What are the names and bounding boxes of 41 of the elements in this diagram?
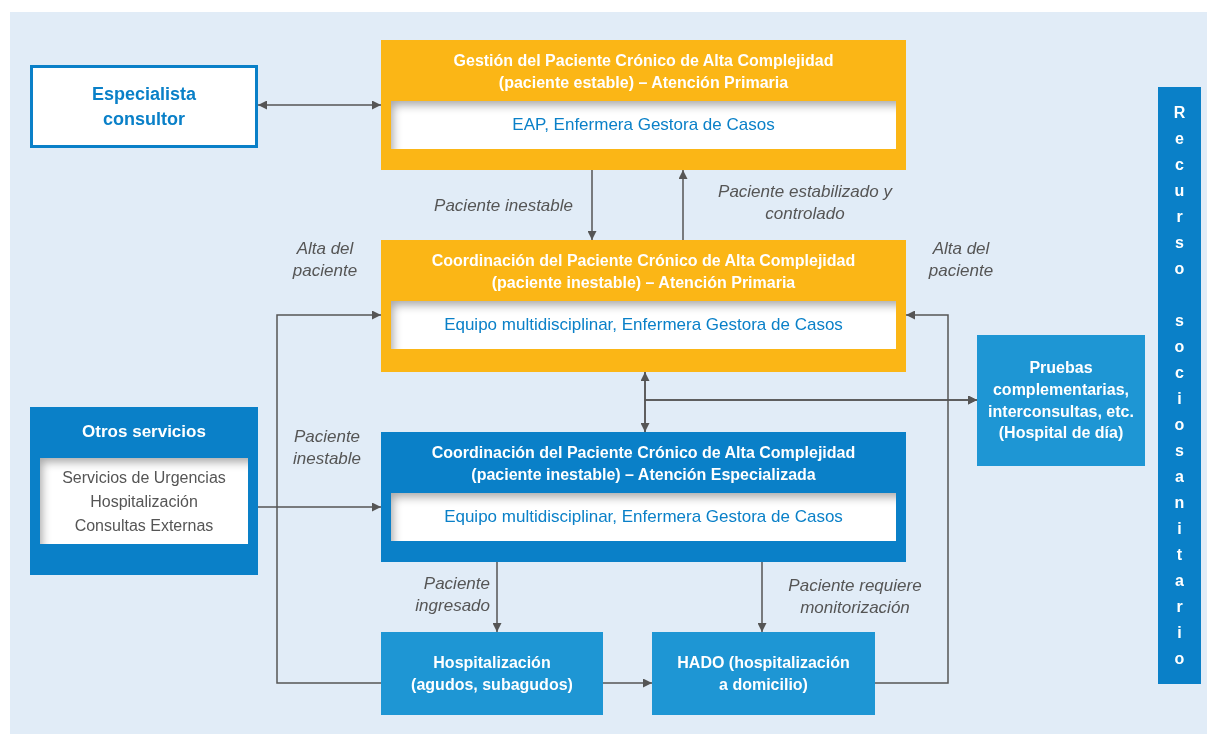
process-box [381, 240, 906, 372]
box-label: Pruebas complementarias, interconsultas, etc. (Hospital de día) [987, 358, 1135, 444]
edge-label: Paciente inestable [433, 195, 573, 217]
arrow [602, 678, 653, 688]
team-panel: EAP, Enfermera Gestora de Casos [391, 101, 896, 150]
service-item: Servicios de Urgencias [62, 467, 226, 488]
edge-label: Paciente ingresado [414, 573, 490, 618]
edge-label: Alta del paciente [927, 238, 995, 283]
arrow [757, 561, 767, 633]
team-panel: Equipo multidisciplinar, Enfermera Gestora de Casos [391, 493, 896, 542]
service-item: Consultas Externas [74, 515, 214, 536]
edge-label: Paciente requiere monitorización [787, 575, 923, 620]
service-box [30, 407, 258, 575]
process-box [381, 632, 603, 715]
arrow [678, 169, 688, 241]
process-box [977, 335, 1145, 466]
box-heading: Gestión del Paciente Crónico de Alta Complejidad (paciente estable) – Atención Primaria [452, 51, 835, 93]
arrow [492, 561, 502, 633]
box-heading: Coordinación del Paciente Crónico de Alta Complejidad (paciente inestable) – Atención Primaria [430, 251, 857, 293]
edge-label: Alta del paciente [291, 238, 359, 283]
arrow [276, 310, 382, 684]
edge-label: Paciente estabilizado y controlado [717, 181, 894, 226]
process-box [381, 432, 906, 562]
edge-label: Paciente inestable [291, 426, 363, 471]
box-label: Hospitalización (agudos, subagudos) [410, 652, 574, 695]
arrow [587, 169, 597, 241]
box-label: HADO (hospitalización a domicilio) [676, 652, 851, 695]
arrow [644, 395, 978, 433]
arrow [874, 310, 949, 684]
arrow [257, 100, 382, 110]
box-heading: Coordinación del Paciente Crónico de Alta Complejidad (paciente inestable) – Atención Especializada [430, 443, 857, 485]
box-label: Especialista consultor [90, 83, 198, 131]
vertical-bar [1158, 87, 1201, 684]
arrow [257, 502, 382, 512]
team-panel: Equipo multidisciplinar, Enfermera Gestora de Casos [391, 301, 896, 350]
specialist-box [30, 65, 258, 148]
vertical-label: Recurso sociosanitario [1172, 102, 1187, 669]
service-item: Hospitalización [90, 491, 198, 512]
process-box [652, 632, 875, 715]
process-box [381, 40, 906, 170]
box-heading: Otros servicios [82, 421, 206, 443]
